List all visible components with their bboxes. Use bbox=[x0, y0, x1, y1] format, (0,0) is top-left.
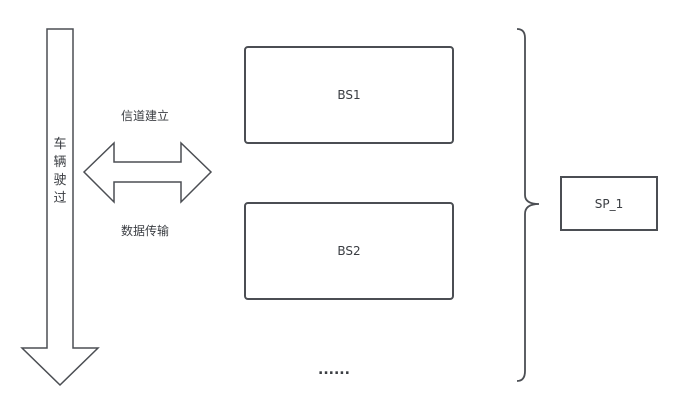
channel-establish-label: 信道建立 bbox=[121, 109, 170, 123]
more-stations-ellipsis: ...... bbox=[318, 362, 350, 378]
vehicle-passing-label: 车辆驶过 bbox=[53, 137, 67, 206]
base-station-bs2: BS2 bbox=[244, 202, 454, 300]
sp1-label: SP_1 bbox=[594, 196, 624, 211]
base-station-bs1: BS1 bbox=[244, 46, 454, 144]
data-transfer-label: 数据传输 bbox=[121, 224, 170, 238]
bs1-label: BS1 bbox=[337, 88, 361, 102]
server-sp1: SP_1 bbox=[560, 176, 658, 231]
grouping-brace bbox=[516, 28, 540, 382]
bs2-label: BS2 bbox=[337, 244, 361, 258]
bidirectional-arrow bbox=[82, 141, 213, 204]
vehicle-passing-arrow bbox=[20, 28, 100, 387]
